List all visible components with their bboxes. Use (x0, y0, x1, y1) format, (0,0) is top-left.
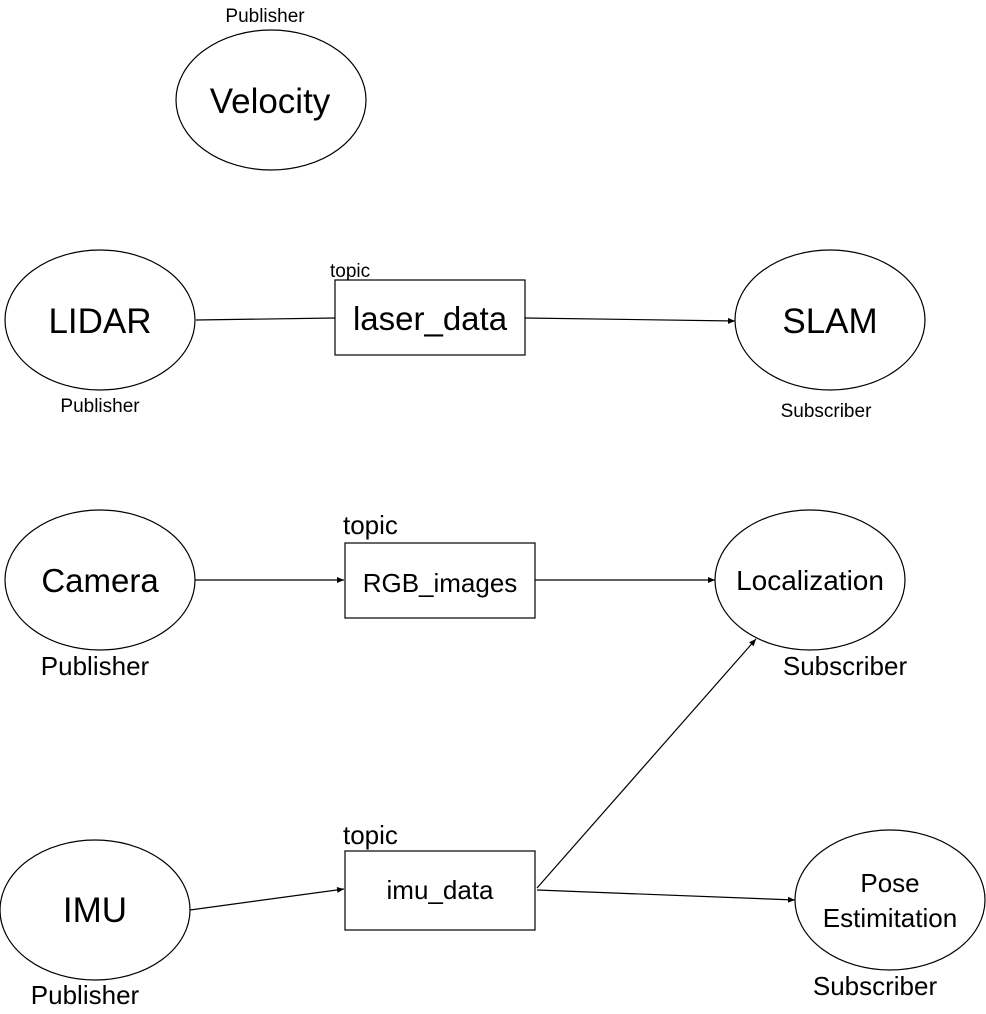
imu-data-box (344, 850, 536, 931)
imu-ellipse (0, 839, 191, 981)
node-imu: IMU Publisher (0, 839, 191, 1010)
lidar-ellipse (4, 249, 196, 391)
node-slam: SLAM Subscriber (734, 249, 926, 422)
edge-laser-data-to-slam (524, 317, 736, 324)
imu-label: IMU (63, 891, 127, 930)
slam-ellipse (734, 249, 926, 391)
edge-imu-data-to-localization (536, 638, 757, 889)
node-camera: Camera Publisher (4, 509, 196, 681)
localization-role-label: Subscriber (783, 651, 908, 681)
edge-lidar-to-laser-data (195, 317, 336, 321)
pose-estimation-role-label: Subscriber (813, 971, 938, 1001)
velocity-ellipse (175, 29, 367, 171)
rgb-images-topic-tag: topic (343, 510, 398, 540)
laser-data-topic-tag: topic (330, 261, 370, 282)
localization-label: Localization (736, 565, 884, 596)
imu-role-label: Publisher (31, 980, 140, 1010)
velocity-role-label: Publisher (225, 6, 305, 27)
imu-data-label: imu_data (387, 875, 494, 905)
topic-rgb-images: topic RGB_images (343, 510, 536, 619)
slam-label: SLAM (782, 302, 877, 341)
lidar-role-label: Publisher (60, 396, 140, 417)
rgb-images-box (344, 542, 536, 619)
edge-imu-data-to-pose-estimation (536, 889, 796, 903)
lidar-label: LIDAR (48, 302, 151, 341)
rgb-images-label: RGB_images (363, 568, 518, 598)
node-lidar: LIDAR Publisher (4, 249, 196, 417)
node-localization: Localization Subscriber (714, 509, 908, 681)
pose-estimation-ellipse (794, 829, 986, 971)
camera-ellipse (4, 509, 196, 651)
laser-data-label: laser_data (353, 300, 508, 337)
camera-label: Camera (41, 562, 159, 599)
imu-data-topic-tag: topic (343, 820, 398, 850)
node-pose-estimation: Pose Estimitation Subscriber (794, 829, 986, 1001)
slam-role-label: Subscriber (781, 401, 872, 422)
edge-imu-to-imu-data (189, 886, 345, 911)
localization-ellipse (714, 509, 906, 651)
laser-data-box (334, 279, 526, 356)
node-velocity: Publisher Velocity (175, 6, 367, 171)
pose-estimation-label-line1: Pose (860, 868, 919, 898)
topic-imu-data: topic imu_data (343, 820, 536, 931)
pose-estimation-label-line2: Estimitation (823, 903, 957, 933)
topic-laser-data: topic laser_data (330, 261, 526, 356)
camera-role-label: Publisher (41, 651, 150, 681)
velocity-label: Velocity (210, 82, 331, 121)
